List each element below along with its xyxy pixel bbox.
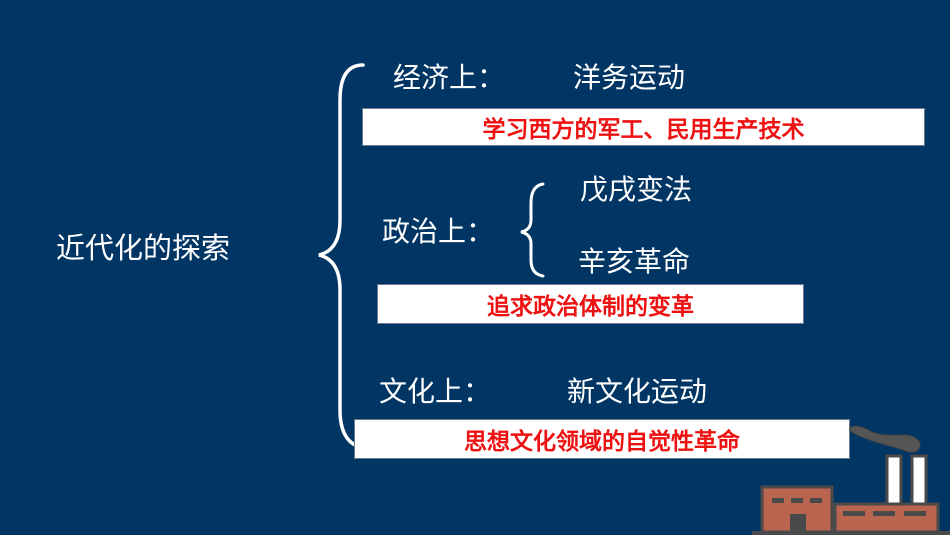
economic-summary-box: 学习西方的军工、民用生产技术 <box>362 108 925 146</box>
political-summary-text: 追求政治体制的变革 <box>487 294 694 320</box>
political-label: 政治上： <box>382 215 495 248</box>
cultural-item-xinwenhua: 新文化运动 <box>567 375 708 408</box>
economic-item-yangwu: 洋务运动 <box>573 61 686 94</box>
economic-label: 经济上： <box>393 61 506 94</box>
cultural-summary-text: 思想文化领域的自觉性革命 <box>464 429 740 455</box>
cultural-label: 文化上： <box>379 375 492 408</box>
political-item-xinhai: 辛亥革命 <box>578 245 691 278</box>
economic-summary-text: 学习西方的军工、民用生产技术 <box>482 117 805 143</box>
main-topic: 近代化的探索 <box>56 231 231 265</box>
political-item-wuxu: 戊戌变法 <box>580 173 693 206</box>
large-brace-icon <box>318 63 365 450</box>
small-brace-icon <box>520 182 545 278</box>
factory-icon <box>752 425 950 535</box>
cultural-summary-box: 思想文化领域的自觉性革命 <box>354 419 850 459</box>
political-summary-box: 追求政治体制的变革 <box>377 284 804 324</box>
